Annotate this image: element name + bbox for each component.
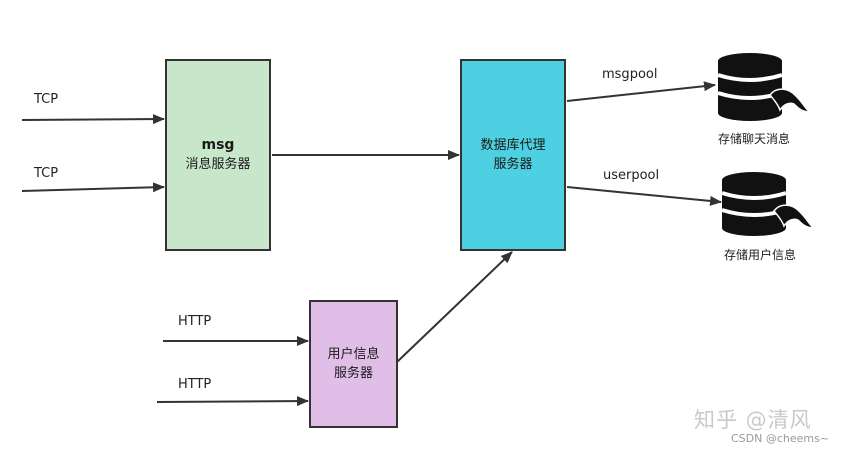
node-label-line-2: 服务器 — [493, 157, 533, 172]
node-title: msg — [201, 137, 235, 153]
edge-label-http: HTTP — [178, 377, 212, 392]
storage-caption-user: 存储用户信息 — [724, 248, 797, 262]
zhihu-watermark: 知乎 @清风 — [694, 408, 812, 432]
proxy-to-msgpool-arrow — [566, 81, 716, 102]
edge-label-userpool: userpool — [603, 168, 660, 183]
edge-label-tcp: TCP — [34, 166, 59, 181]
edge-label-http: HTTP — [178, 314, 212, 329]
tcp-arrow-1 — [21, 114, 165, 125]
tcp-arrow-2 — [21, 182, 165, 193]
node-label-line-1: 用户信息 — [327, 347, 380, 362]
http-arrow-2 — [156, 396, 309, 407]
msg-server-node: msg 消息服务器 — [165, 59, 271, 251]
node-subtitle: 消息服务器 — [185, 157, 251, 172]
node-label-line-2: 服务器 — [333, 366, 373, 381]
edge-label-tcp: TCP — [34, 92, 59, 107]
db-proxy-server-node: 数据库代理 服务器 — [460, 59, 566, 251]
proxy-to-userpool-arrow — [566, 186, 722, 206]
storage-caption-chat: 存储聊天消息 — [718, 132, 791, 146]
database-mysql-icon — [717, 53, 811, 121]
edge-label-msgpool: msgpool — [602, 67, 658, 82]
database-mysql-icon — [721, 172, 815, 236]
user-info-server-node: 用户信息 服务器 — [309, 300, 398, 428]
node-label-line-1: 数据库代理 — [480, 138, 546, 153]
user-to-proxy-arrow — [396, 251, 513, 363]
csdn-watermark: CSDN @cheems~ — [731, 432, 830, 445]
